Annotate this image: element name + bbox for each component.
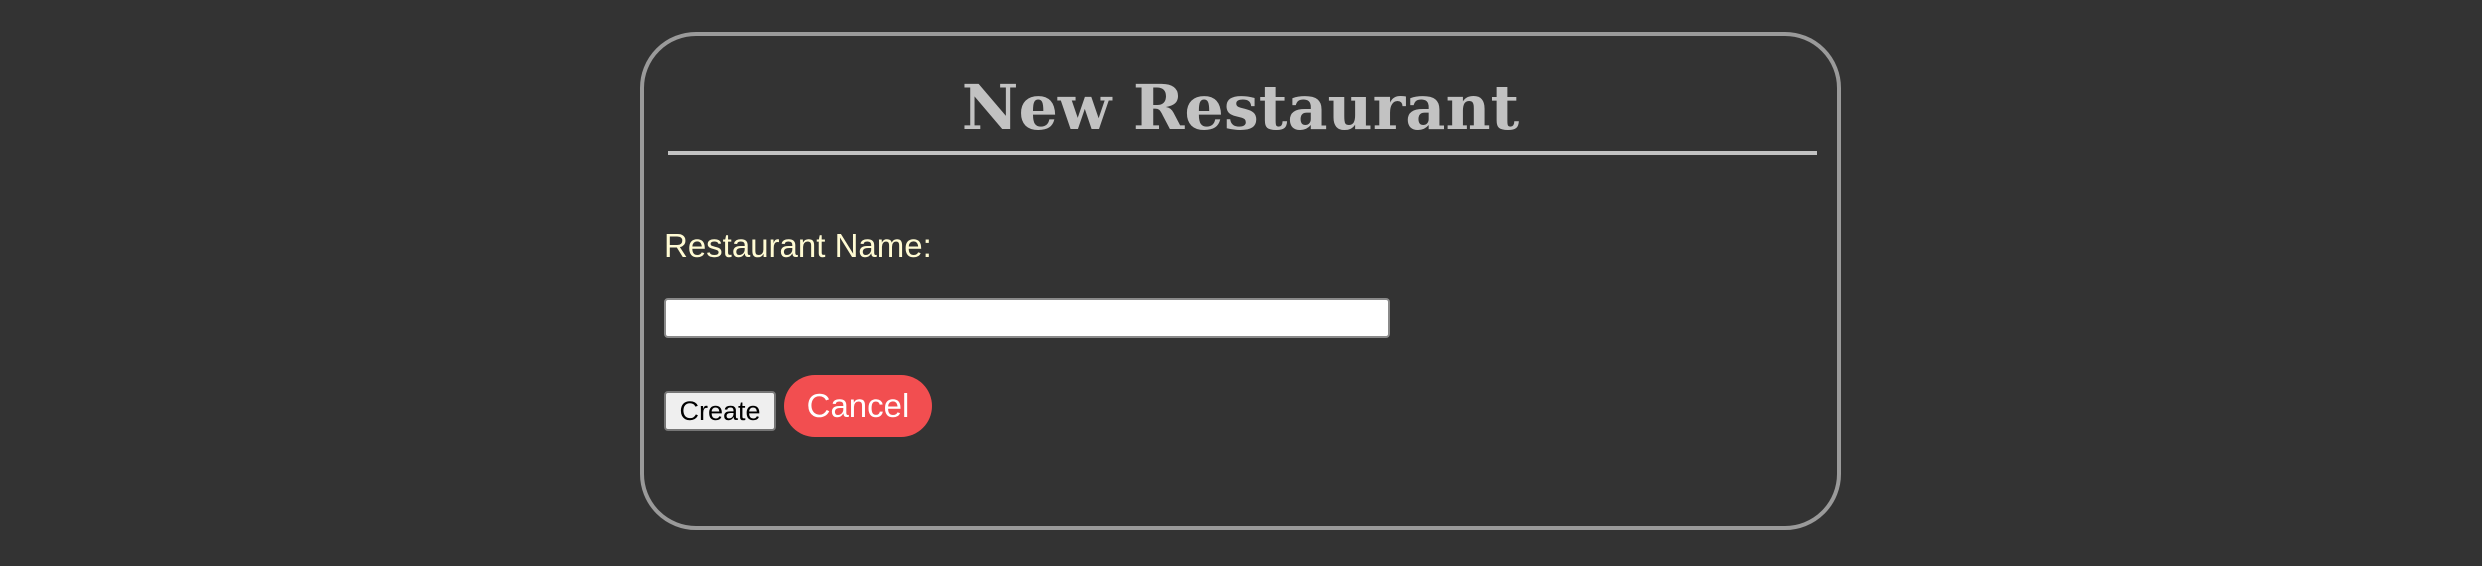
new-restaurant-form-panel: New Restaurant Restaurant Name: Create C…: [640, 32, 1841, 530]
restaurant-name-input[interactable]: [664, 298, 1390, 338]
restaurant-name-label: Restaurant Name:: [664, 227, 932, 264]
title-divider: [668, 151, 1817, 155]
create-button[interactable]: Create: [664, 391, 776, 431]
page-title: New Restaurant: [961, 71, 1520, 144]
cancel-button[interactable]: Cancel: [784, 375, 932, 437]
